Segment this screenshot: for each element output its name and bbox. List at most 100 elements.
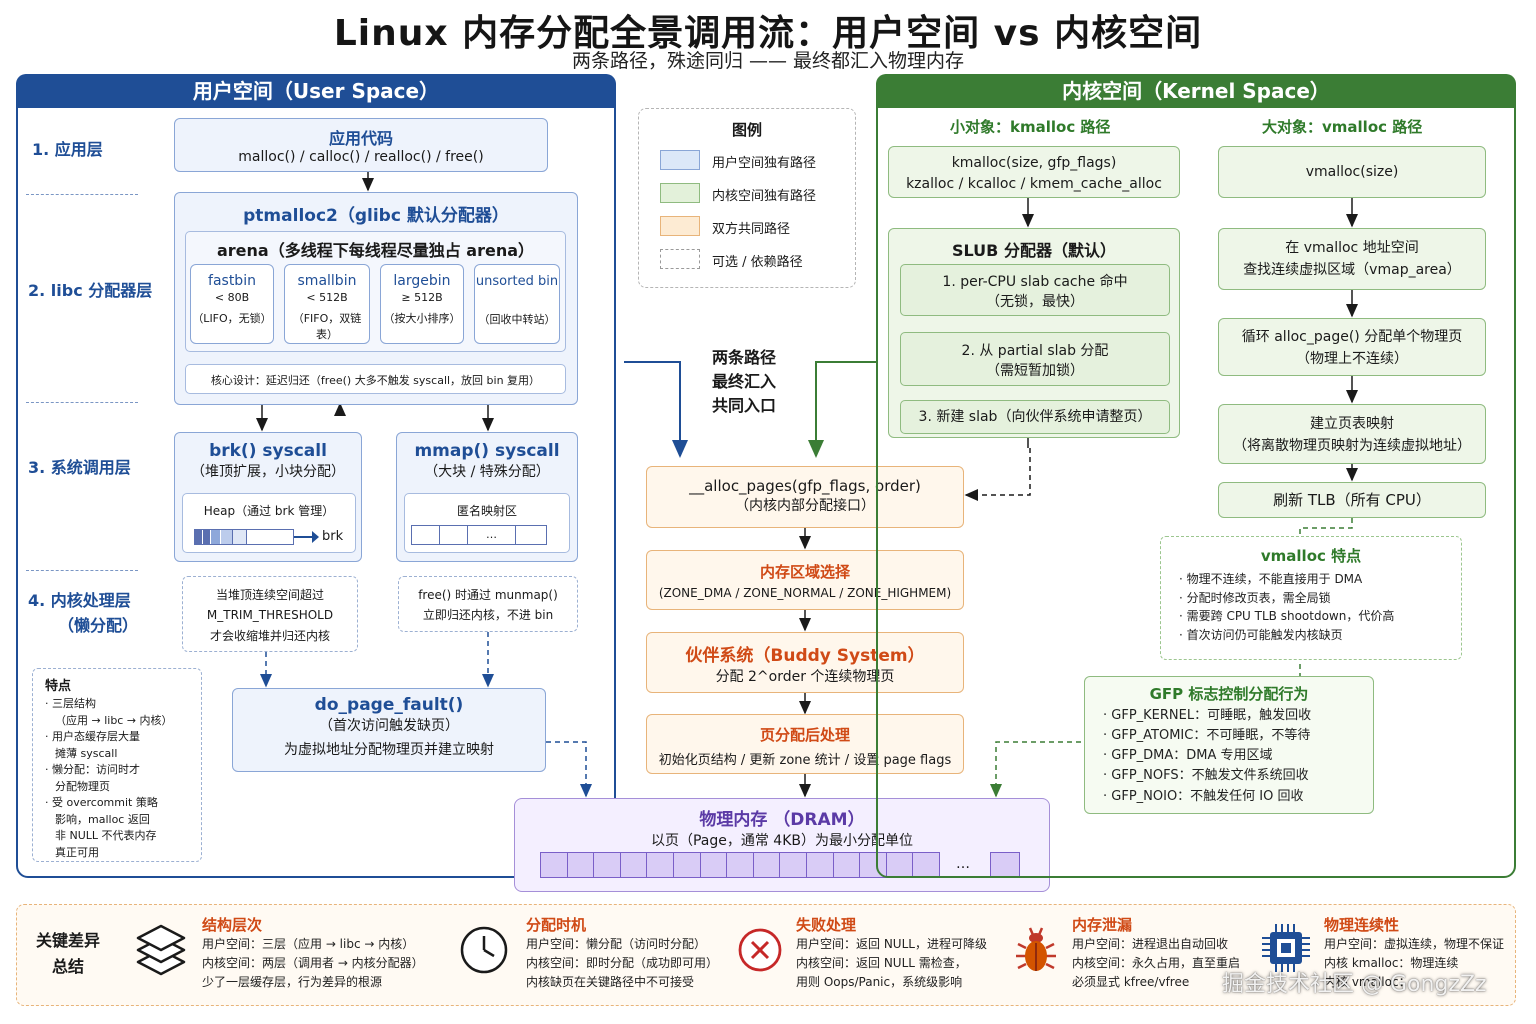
legend-label: 双方共同路径	[712, 222, 791, 237]
summary-line: 内核空间：永久占用，直至重启	[1072, 956, 1241, 971]
feature-line: · 懒分配：访问时才	[45, 763, 140, 776]
slub-step-line: 2. 从 partial slab 分配	[961, 343, 1109, 359]
vmalloc-feature-item: · 物理不连续，不能直接用于 DMA	[1179, 572, 1363, 586]
feature-line: · 受 overcommit 策略	[45, 796, 158, 809]
legend-title: 图例	[731, 121, 762, 139]
legend-swatch-optional	[660, 249, 700, 269]
dram-text: 以页（Page，通常 4KB）为最小分配单位	[650, 833, 914, 849]
dram-page-cells	[540, 852, 940, 878]
page-fault-title: do_page_fault()	[314, 695, 464, 715]
summary-label-line: 关键差异	[35, 931, 100, 950]
feature-line: · 用户态缓存层大量	[45, 730, 140, 743]
vmalloc-page-table-box: 建立页表映射 （将离散物理页映射为连续虚拟地址）	[1218, 404, 1486, 464]
bin-name: unsorted bin	[475, 274, 559, 289]
summary-line: 用户空间：三层（应用 → libc → 内核）	[202, 937, 415, 951]
slub-step-line: 1. per-CPU slab cache 命中	[942, 274, 1128, 290]
app-code-text: malloc() / calloc() / realloc() / free()	[238, 149, 484, 165]
vmalloc-api-box: vmalloc(size)	[1218, 146, 1486, 198]
merge-label: 两条路径 最终汇入 共同入口	[712, 346, 776, 418]
vmalloc-feature-item: · 分配时修改页表，需全局锁	[1179, 590, 1331, 605]
anon-map-cells: …	[411, 525, 547, 545]
layer-divider	[26, 194, 138, 195]
summary-line: 内核空间：两层（调用者 → 内核分配器）	[202, 956, 424, 971]
dram-page-cell	[727, 853, 754, 877]
bin-name: smallbin	[297, 273, 357, 289]
summary-line: 用户空间：懒分配（访问时分配）	[526, 937, 707, 951]
bin-note: （按大小排序）	[383, 312, 461, 325]
summary-label-line: 总结	[51, 956, 84, 976]
summary-line: 用则 Oops/Panic，系统级影响	[796, 975, 963, 990]
mmap-title: mmap() syscall	[414, 441, 560, 461]
legend-label: 内核空间独有路径	[712, 189, 817, 204]
zone-text: (ZONE_DMA / ZONE_NORMAL / ZONE_HIGHMEM)	[658, 586, 952, 600]
layer-label-kernel: 4. 内核处理层	[28, 591, 131, 610]
slub-step-new: 3. 新建 slab（向伙伴系统申请整页）	[900, 400, 1170, 434]
layer-divider	[26, 570, 138, 571]
app-code-box: 应用代码 malloc() / calloc() / realloc() / f…	[174, 118, 548, 172]
buddy-title: 伙伴系统（Buddy System）	[685, 646, 925, 666]
trim-note: 当堆顶连续空间超过 M_TRIM_THRESHOLD 才会收缩堆并归还内核	[182, 576, 358, 652]
summary-line: 内核空间：即时分配（成功即可用）	[526, 956, 719, 971]
layer-label-app: 1. 应用层	[32, 140, 103, 159]
mmap-subtitle: （大块 / 特殊分配）	[424, 464, 550, 480]
anon-map-label: 匿名映射区	[456, 504, 517, 518]
arena-title: arena（多线程下每线程尽量独占 arena）	[216, 241, 535, 260]
trim-line: M_TRIM_THRESHOLD	[206, 608, 334, 623]
chip-icon	[1262, 924, 1310, 972]
summary-line: 必须显式 kfree/vfree	[1072, 975, 1190, 990]
summary-structure-text: 用户空间：三层（应用 → libc → 内核） 内核空间：两层（调用者 → 内核…	[202, 935, 424, 993]
layer-label-syscall: 3. 系统调用层	[28, 458, 131, 477]
summary-contiguity-title: 物理连续性	[1324, 916, 1400, 934]
post-alloc-box: 页分配后处理 初始化页结构 / 更新 zone 统计 / 设置 page fla…	[646, 714, 964, 774]
summary-failure-text: 用户空间：返回 NULL，进程可降级 内核空间：返回 NULL 需检查， 用则 …	[796, 935, 987, 993]
vmalloc-features-title: vmalloc 特点	[1260, 547, 1362, 565]
summary-line: 内核 vmalloc：	[1324, 975, 1411, 990]
page-fault-subtitle: （首次访问触发缺页）	[319, 718, 459, 734]
dram-page-cell	[834, 853, 861, 877]
bug-icon	[1016, 927, 1056, 971]
vmalloc-step-line: （物理上不连续）	[1296, 351, 1408, 368]
bin-size: < 80B	[214, 291, 250, 304]
app-code-title: 应用代码	[328, 129, 393, 148]
user-space-header: 用户空间（User Space）	[16, 74, 616, 108]
summary-failure-title: 失败处理	[796, 916, 857, 934]
watermark: 掘金技术社区 @ GongzZz	[1222, 972, 1487, 997]
legend-label: 可选 / 依赖路径	[712, 255, 803, 270]
vmalloc-feature-item: · 首次访问仍可能触发内核缺页	[1179, 627, 1343, 642]
gfp-title: GFP 标志控制分配行为	[1149, 685, 1309, 703]
vmalloc-step-line: 循环 alloc_page() 分配单个物理页	[1241, 329, 1463, 345]
dram-title: 物理内存 （DRAM）	[699, 810, 865, 830]
gfp-item: · GFP_KERNEL：可睡眠，触发回收	[1103, 708, 1312, 723]
trim-line: 才会收缩堆并归还内核	[209, 628, 330, 643]
vmalloc-feature-item: · 需要跨 CPU TLB shootdown，代价高	[1179, 609, 1395, 624]
dram-dots: …	[956, 856, 970, 872]
bin-note: （LIFO，无锁）	[192, 312, 272, 325]
summary-label: 关键差异 总结	[28, 928, 108, 979]
summary-line: 用户空间：虚拟连续，物理不保证	[1324, 937, 1505, 951]
munmap-line: 立即归还内核，不进 bin	[422, 608, 554, 623]
kernel-space-header: 内核空间（Kernel Space）	[876, 74, 1516, 108]
feature-line: · 三层结构	[45, 697, 96, 710]
dram-page-cell	[754, 853, 781, 877]
summary-timing-text: 用户空间：懒分配（访问时分配） 内核空间：即时分配（成功即可用） 内核缺页在关键…	[526, 935, 718, 993]
error-icon	[738, 928, 782, 972]
slub-step-percpu: 1. per-CPU slab cache 命中 （无锁，最快）	[900, 264, 1170, 316]
bin-smallbin: smallbin < 512B （FIFO，双链表）	[284, 264, 370, 344]
gfp-flags-box: GFP 标志控制分配行为 · GFP_KERNEL：可睡眠，触发回收 · GFP…	[1084, 676, 1374, 814]
core-design-text: 核心设计：延迟归还（free() 大多不触发 syscall，放回 bin 复用…	[210, 374, 541, 387]
dram-page-cell	[647, 853, 674, 877]
zone-title: 内存区域选择	[759, 563, 850, 581]
vmalloc-tlb-flush-box: 刷新 TLB（所有 CPU）	[1218, 482, 1486, 518]
bin-size: < 512B	[306, 291, 348, 304]
feature-line: 真正可用	[55, 845, 99, 859]
feature-line: 分配物理页	[55, 779, 110, 793]
dram-page-cell	[674, 853, 701, 877]
post-alloc-text: 初始化页结构 / 更新 zone 统计 / 设置 page flags	[658, 753, 952, 768]
layer-label-libc: 2. libc 分配器层	[28, 281, 153, 300]
page-fault-desc: 为虚拟地址分配物理页并建立映射	[284, 742, 494, 758]
brk-pointer-head	[312, 531, 319, 543]
feature-line: （应用 → libc → 内核）	[55, 713, 173, 727]
heap-cells	[194, 529, 294, 545]
legend-label: 用户空间独有路径	[712, 156, 817, 171]
